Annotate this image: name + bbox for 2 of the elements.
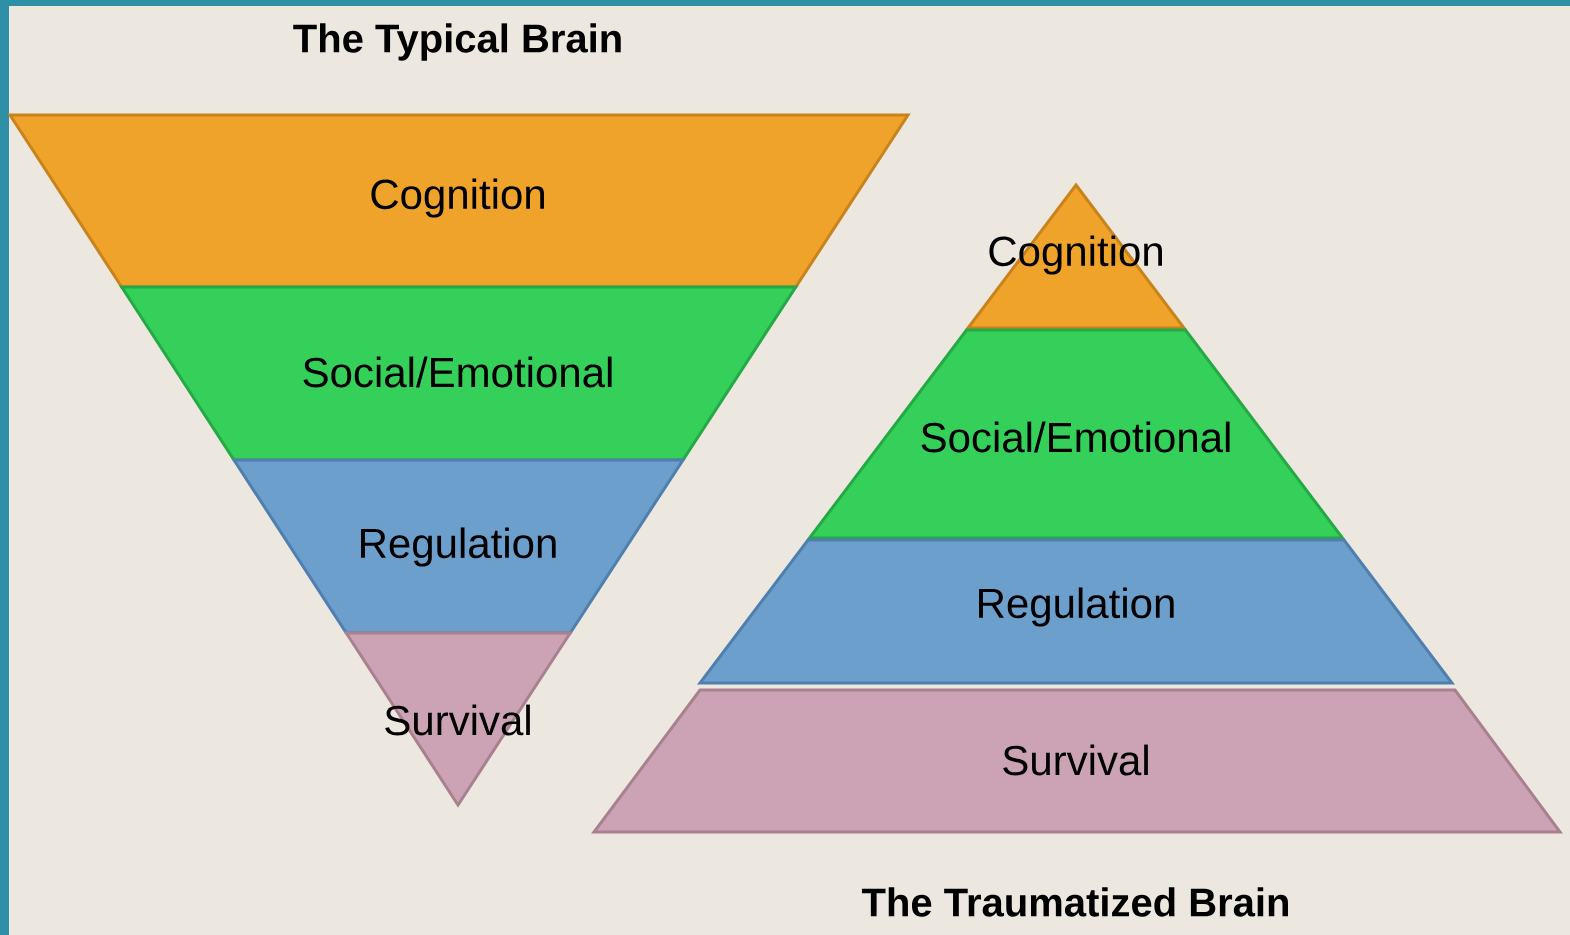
heading: The Traumatized Brain (861, 887, 1288, 917)
heading: The Typical Brain (293, 23, 621, 61)
